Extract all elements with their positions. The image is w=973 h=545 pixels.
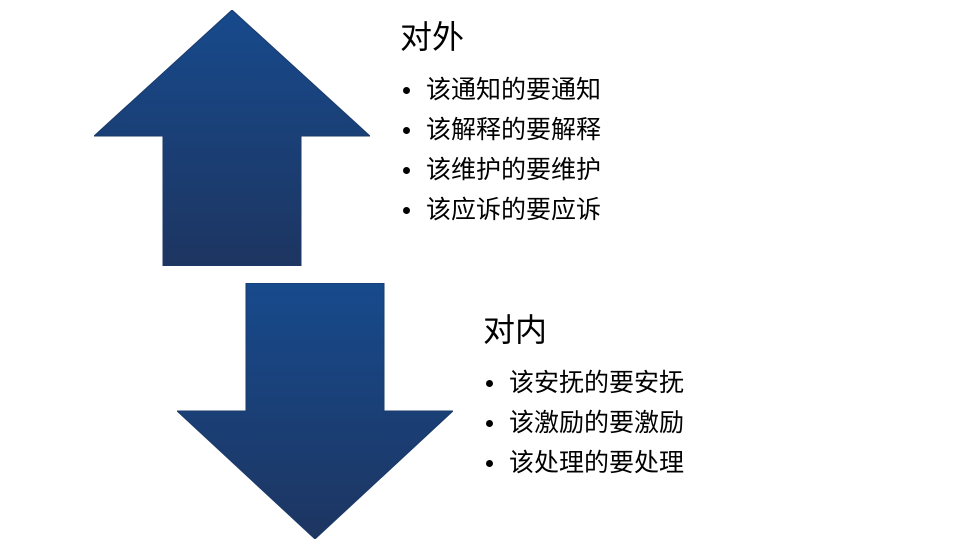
bullet-icon [486,460,493,467]
list-item-text: 该应诉的要应诉 [426,195,602,224]
list-item: 该解释的要解释 [400,110,601,150]
list-item-text: 该处理的要处理 [509,448,685,477]
list-item: 该处理的要处理 [483,443,684,483]
list-item-text: 该解释的要解释 [426,115,602,144]
internal-title: 对内 [483,311,548,349]
list-item: 该维护的要维护 [400,150,601,190]
list-item: 该通知的要通知 [400,70,601,110]
external-title: 对外 [400,18,465,56]
list-item: 该应诉的要应诉 [400,190,601,230]
list-item-text: 该维护的要维护 [426,155,602,184]
up-arrow-icon [94,10,370,266]
list-item-text: 该激励的要激励 [509,408,685,437]
internal-list: 该安抚的要安抚 该激励的要激励 该处理的要处理 [483,363,684,483]
down-arrow-icon [177,283,453,539]
external-list: 该通知的要通知 该解释的要解释 该维护的要维护 该应诉的要应诉 [400,70,601,230]
internal-group: 对内 该安抚的要安抚 该激励的要激励 该处理的要处理 [483,307,684,483]
bullet-icon [486,380,493,387]
bullet-icon [403,207,410,214]
list-item: 该激励的要激励 [483,403,684,443]
bullet-icon [403,87,410,94]
list-item-text: 该通知的要通知 [426,75,602,104]
bullet-icon [486,420,493,427]
list-item-text: 该安抚的要安抚 [509,368,685,397]
bullet-icon [403,167,410,174]
list-item: 该安抚的要安抚 [483,363,684,403]
bullet-icon [403,127,410,134]
external-group: 对外 该通知的要通知 该解释的要解释 该维护的要维护 该应诉的要应诉 [400,14,601,230]
